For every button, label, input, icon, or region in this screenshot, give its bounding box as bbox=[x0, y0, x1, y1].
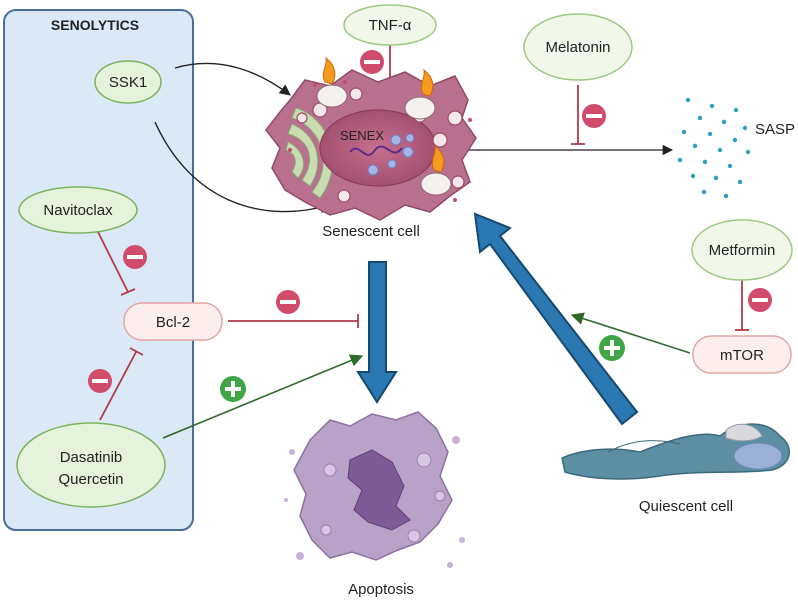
quiescent-cell-illustration bbox=[561, 423, 790, 480]
navitoclax-inhibit-bar bbox=[120, 288, 136, 296]
panel-title: SENOLYTICS bbox=[51, 17, 139, 33]
big-arrows bbox=[356, 212, 639, 426]
node-bcl2: Bcl-2 bbox=[123, 302, 223, 341]
minus-icon bbox=[748, 288, 772, 312]
mtor-activate-arrow bbox=[570, 312, 691, 354]
senescent-cell-illustration: SENEX bbox=[265, 56, 477, 221]
sasp-particles bbox=[677, 97, 751, 199]
plus-icon bbox=[599, 335, 625, 361]
senescent-cell-label: Senescent cell bbox=[322, 223, 420, 240]
minus-icon bbox=[582, 104, 606, 128]
sasp-label: SASP bbox=[755, 121, 795, 138]
plus-icon bbox=[220, 376, 246, 402]
ssk1-to-cell-arrow-lower bbox=[154, 121, 332, 214]
minus-icon bbox=[276, 290, 300, 314]
apoptotic-cell-illustration bbox=[284, 411, 465, 568]
metformin-label: Metformin bbox=[709, 242, 776, 259]
minus-icon bbox=[123, 245, 147, 269]
minus-icon bbox=[360, 50, 384, 74]
navitoclax-label: Navitoclax bbox=[43, 202, 113, 219]
quiescent-to-senescent-arrow bbox=[473, 212, 639, 426]
quiescent-cell-label: Quiescent cell bbox=[639, 498, 733, 515]
tnf-alpha-label: TNF-α bbox=[369, 17, 412, 34]
ssk1-to-cell-arrow-upper bbox=[174, 62, 291, 96]
node-ssk1: SSK1 bbox=[94, 60, 162, 104]
senex-label: SENEX bbox=[340, 128, 384, 143]
node-navitoclax: Navitoclax bbox=[18, 186, 138, 234]
quercetin-label: Quercetin bbox=[58, 471, 123, 488]
apoptosis-label: Apoptosis bbox=[348, 581, 414, 598]
dasatinib-activate-arrow bbox=[162, 354, 364, 439]
senescent-to-apoptosis-arrow bbox=[356, 261, 398, 404]
melatonin-label: Melatonin bbox=[545, 39, 610, 56]
minus-icon bbox=[88, 369, 112, 393]
node-melatonin: Melatonin bbox=[523, 13, 633, 81]
flame-icon bbox=[322, 56, 445, 173]
senolytics-panel: SENOLYTICS bbox=[3, 9, 194, 531]
mtor-label: mTOR bbox=[720, 347, 764, 364]
dasatinib-inhibit-bar bbox=[129, 347, 144, 356]
node-mtor: mTOR bbox=[692, 335, 792, 374]
node-tnf-alpha: TNF-α bbox=[343, 4, 437, 46]
dasatinib-label: Dasatinib bbox=[60, 449, 123, 466]
dasatinib-inhibit-line bbox=[99, 351, 137, 421]
node-metformin: Metformin bbox=[691, 219, 793, 281]
bcl2-label: Bcl-2 bbox=[156, 314, 190, 331]
ssk1-label: SSK1 bbox=[109, 74, 147, 91]
node-dasatinib-quercetin: Dasatinib Quercetin bbox=[16, 422, 166, 508]
connectors bbox=[97, 42, 749, 439]
navitoclax-inhibit-line bbox=[97, 231, 129, 293]
